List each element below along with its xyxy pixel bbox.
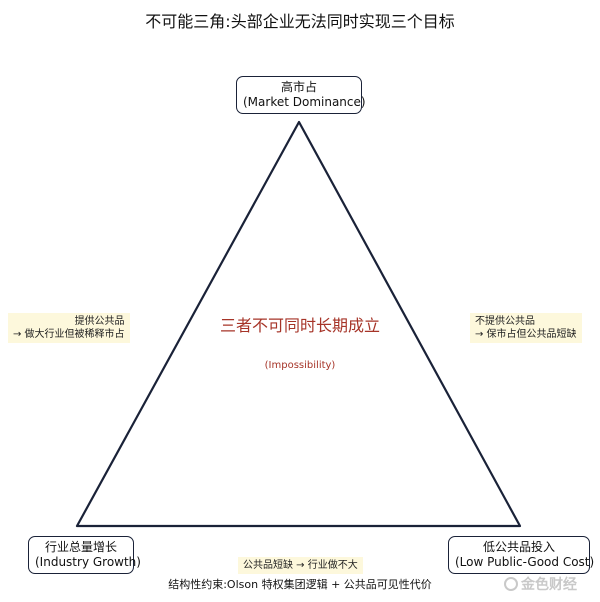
footer-note: 结构性约束:Olson 特权集团逻辑 + 公共品可见性代价 [168, 578, 432, 591]
edge-note-bottom: 公共品短缺 → 行业做不大 [238, 557, 363, 574]
center-subtitle: (Impossibility) [264, 360, 336, 371]
node-low-public-good-cost: 低公共品投入 (Low Public-Good Cost) [448, 536, 595, 574]
watermark-text: 金色财经 [521, 577, 577, 593]
node-right-label-en: (Low Public-Good Cost) [455, 555, 595, 569]
triangle-outline [75, 120, 522, 528]
node-left-label-zh: 行业总量增长 [44, 540, 117, 554]
edge-note-right-line1: 不提供公共品 [475, 316, 535, 327]
node-top-label-zh: 高市占 [280, 80, 317, 94]
edge-note-left-line2: → 做大行业但被稀释市占 [13, 329, 125, 340]
watermark: 金色财经 [504, 574, 577, 594]
node-industry-growth: 行业总量增长 (Industry Growth) [28, 536, 141, 574]
node-left-label-en: (Industry Growth) [35, 555, 141, 569]
diagram-title: 不可能三角:头部企业无法同时实现三个目标 [145, 12, 455, 31]
edge-note-right: 不提供公共品 → 保市占但公共品短缺 [470, 313, 582, 343]
edge-note-left: 提供公共品 → 做大行业但被稀释市占 [8, 313, 130, 343]
edge-note-right-line2: → 保市占但公共品短缺 [475, 329, 577, 340]
watermark-logo-icon [504, 577, 518, 591]
center-statement: 三者不可同时长期成立 [219, 316, 380, 335]
node-market-dominance: 高市占 (Market Dominance) [236, 76, 366, 114]
edge-note-left-line1: 提供公共品 [74, 316, 125, 327]
node-top-label-en: (Market Dominance) [243, 95, 366, 109]
node-right-label-zh: 低公共品投入 [482, 540, 555, 554]
edge-note-bottom-line1: 公共品短缺 → 行业做不大 [243, 560, 358, 571]
